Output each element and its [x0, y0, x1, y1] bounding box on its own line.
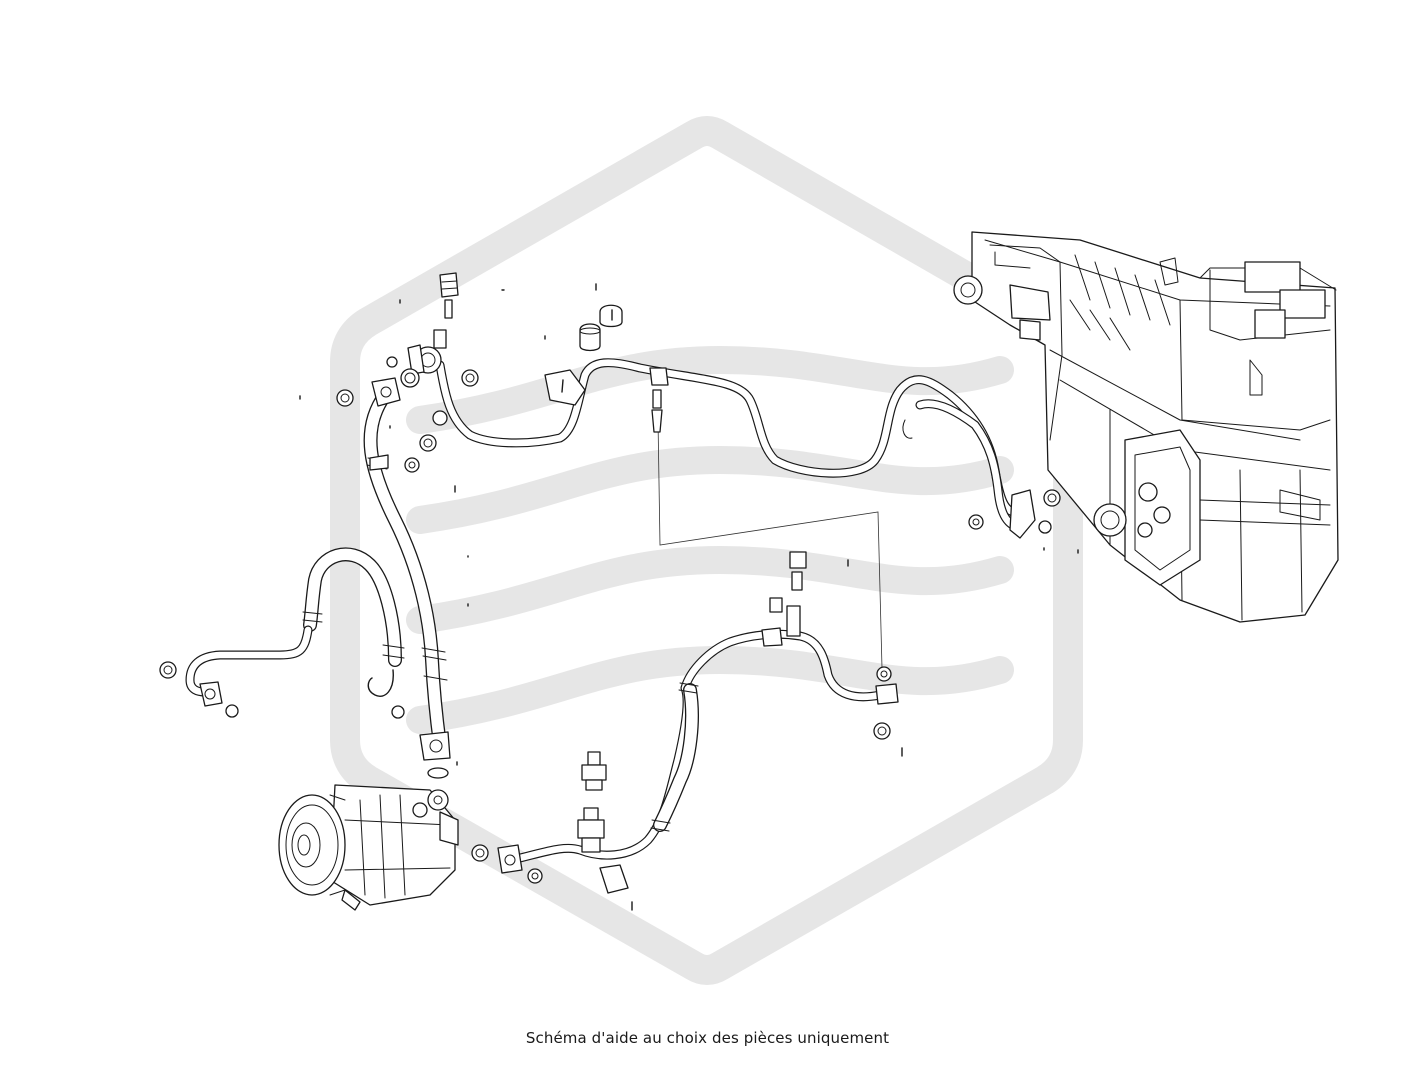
- evaporator-housing: [953, 231, 1339, 623]
- fittings: [159, 272, 1061, 911]
- reference-ticks: [299, 283, 1079, 766]
- diagram-caption: Schéma d'aide au choix des pièces unique…: [525, 1029, 890, 1047]
- ac-compressor: [278, 784, 459, 911]
- refrigerant-lines: [185, 358, 1025, 863]
